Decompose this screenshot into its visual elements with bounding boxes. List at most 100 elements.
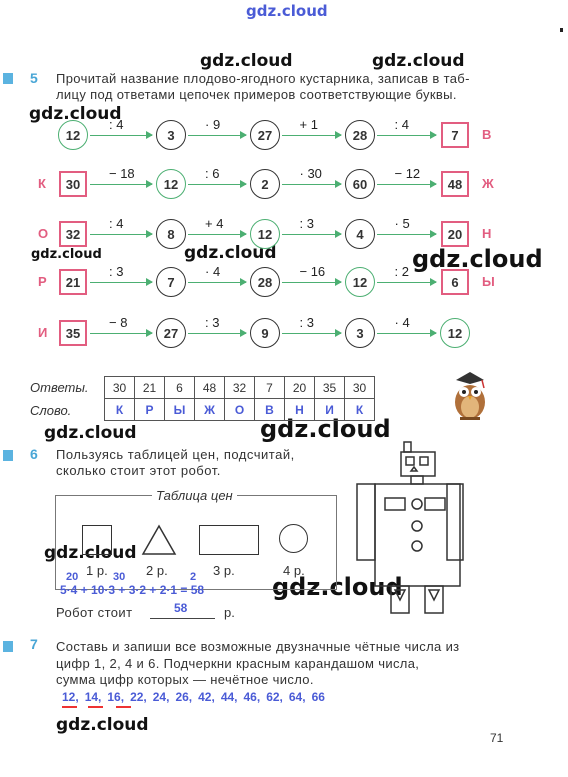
task-text: сколько стоит этот робот. [56, 463, 221, 478]
chain-value: 12 [156, 169, 186, 199]
chain-operation: · 9 [205, 117, 221, 132]
task-text: цифр 1, 2, 4 и 6. Подчеркни красным кара… [56, 656, 420, 671]
chain-operation: : 4 [109, 117, 124, 132]
letter-cell: Р [134, 398, 165, 421]
chain-end-letter: Ж [482, 176, 494, 191]
word-label: Слово. [30, 403, 72, 418]
letter-cell: К [104, 398, 135, 421]
chain-value: 2 [250, 169, 280, 199]
chain-value: 8 [156, 219, 186, 249]
chain-operation: · 4 [394, 315, 410, 330]
chain-value: 60 [345, 169, 375, 199]
chain-start: 32 [59, 221, 87, 247]
rectangle-shape [199, 525, 259, 555]
chain-arrow [282, 180, 342, 188]
chain-value: 4 [345, 219, 375, 249]
even-number: 12, [62, 690, 79, 704]
robot-unit: р. [224, 605, 235, 620]
task-number: 5 [30, 70, 38, 86]
watermark: gdz.cloud [272, 573, 403, 601]
chain-start: 35 [59, 320, 87, 346]
owl-icon [455, 372, 485, 420]
chain-value: 27 [250, 120, 280, 150]
chain-end: 7 [441, 122, 469, 148]
chain-start: 12 [58, 120, 88, 150]
chain-operation: − 8 [109, 315, 128, 330]
chain-end-letter: Ы [482, 274, 495, 289]
chain-arrow [90, 180, 153, 188]
task-marker [3, 641, 13, 652]
chain-operation: : 6 [205, 166, 220, 181]
even-number: 24, [152, 690, 170, 704]
price-table-title: Таблица цен [152, 488, 237, 503]
chain-start-letter: О [38, 226, 49, 241]
chain-value: 7 [156, 267, 186, 297]
chain-value: 28 [345, 120, 375, 150]
chain-arrow [282, 329, 342, 337]
chain-end-letter: Н [482, 226, 492, 241]
chain-arrow [377, 230, 437, 238]
chain-arrow [377, 278, 437, 286]
chain-value: 3 [156, 120, 186, 150]
page-dot [560, 28, 563, 32]
answer-cell: 32 [224, 376, 255, 399]
chain-start-letter: К [38, 176, 46, 191]
chain-arrow [188, 329, 247, 337]
chain-operation: : 3 [109, 264, 124, 279]
even-number: 14, [84, 690, 102, 704]
chain-arrow [90, 278, 153, 286]
even-numbers-answer: 12,14,16,22,24,26,42,44,46,62,64,66 [62, 690, 331, 704]
chain-arrow [377, 329, 437, 337]
chain-arrow [188, 230, 247, 238]
square-shape [82, 525, 112, 555]
chain-operation: : 4 [109, 216, 124, 231]
count-note: 2 [190, 571, 197, 583]
chain-end: 6 [441, 269, 469, 295]
red-underline [116, 706, 131, 708]
chain-arrow [282, 278, 342, 286]
chain-arrow [90, 230, 153, 238]
answer-cell: 30 [104, 376, 135, 399]
red-underline [62, 706, 77, 708]
price-rectangle: 3 р. [213, 563, 235, 578]
chain-arrow [282, 230, 342, 238]
answer-cell: 30 [344, 376, 375, 399]
chain-start: 21 [59, 269, 87, 295]
answer-cell: 21 [134, 376, 165, 399]
price-triangle: 2 р. [146, 563, 168, 578]
robot-answer: 58 [174, 601, 188, 615]
watermark: gdz.cloud [246, 2, 328, 20]
watermark: gdz.cloud [44, 543, 137, 563]
chain-operation: + 1 [299, 117, 318, 132]
chain-arrow [188, 278, 247, 286]
task-marker [3, 450, 13, 461]
answer-cell: 6 [164, 376, 195, 399]
chain-value: 12 [345, 267, 375, 297]
even-number: 26, [175, 690, 193, 704]
task-text: Пользуясь таблицей цен, подсчитай, [56, 447, 295, 462]
even-number: 66 [311, 690, 325, 704]
even-number: 46, [243, 690, 261, 704]
robot-label: Робот стоит [56, 605, 133, 620]
watermark: gdz.cloud [31, 247, 102, 262]
chain-operation: − 16 [299, 264, 326, 279]
even-number: 16, [107, 690, 125, 704]
answers-label: Ответы. [30, 380, 89, 395]
watermark: gdz.cloud [372, 51, 465, 71]
equation: 5·4 + 10·3 + 3·2 + 2·1 = 58 [60, 583, 205, 597]
chain-arrow [90, 329, 153, 337]
chain-operation: : 4 [394, 117, 409, 132]
chain-arrow [282, 131, 342, 139]
chain-arrow [377, 180, 437, 188]
task-text: Прочитай название плодово-ягодного куста… [56, 71, 470, 86]
chain-value: 27 [156, 318, 186, 348]
chain-operation: : 3 [299, 216, 314, 231]
answer-cell: 20 [284, 376, 315, 399]
chain-value: 3 [345, 318, 375, 348]
watermark: gdz.cloud [56, 715, 149, 735]
letter-cell: В [254, 398, 285, 421]
answer-cell: 7 [254, 376, 285, 399]
task-number: 6 [30, 446, 38, 462]
answer-cell: 35 [314, 376, 345, 399]
letter-cell: О [224, 398, 255, 421]
